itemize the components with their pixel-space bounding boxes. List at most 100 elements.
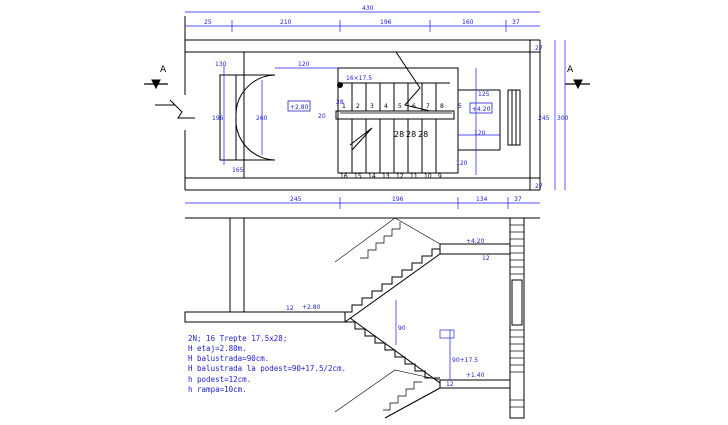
flight-upper-soffit [344, 253, 441, 323]
dim-right-bottom: 27 [535, 183, 543, 190]
slab-label: 12 [446, 381, 454, 388]
dim-top: 120 [298, 61, 310, 68]
slab-label: 12 [482, 255, 490, 262]
step-number: 3 [370, 103, 374, 110]
dim-door-height: 260 [256, 115, 268, 122]
lower-flight-steps [351, 119, 437, 173]
tread-label: 28 [394, 130, 404, 139]
dim-seg1: 210 [280, 19, 292, 26]
flight-lower-steps [345, 321, 440, 379]
step-numbers: 1 2 3 4 5 6 7 8 16 15 14 13 12 11 10 9 2… [340, 103, 444, 180]
lower-cut [334, 369, 441, 413]
level-low: +1.40 [466, 372, 485, 379]
section-mark-right: A [567, 65, 574, 75]
note-line: h rampa=10cm. [188, 385, 247, 394]
plan-levels: +2.80 +4.20 [287, 100, 493, 114]
flight-upper-steps [345, 248, 440, 313]
tread-label: 28 [418, 130, 428, 139]
break-line [155, 99, 195, 119]
cut-line-upper [395, 51, 431, 112]
dim-left-wall: 25 [204, 19, 212, 26]
step-number: 6 [412, 103, 416, 110]
level-top: +4.20 [466, 238, 485, 245]
window [507, 89, 521, 146]
section-arrow-left [151, 79, 161, 90]
cut-line-lower [349, 127, 373, 151]
slab-label: 12 [286, 305, 294, 312]
section-mark-left: A [160, 65, 167, 75]
dim-flight-right: 125 [478, 91, 490, 98]
step-number: 4 [384, 103, 388, 110]
note-line: H etaj=2.80m. [188, 344, 247, 353]
plan-labels: 430 25 210 196 160 37 245 196 134 37 27 … [204, 5, 569, 203]
upper-flight-steps [338, 82, 450, 111]
level-box-landing [469, 102, 493, 114]
step-number: 1 [342, 103, 346, 110]
section-window [511, 279, 523, 326]
section-view [184, 217, 540, 419]
dim-right-total: 300 [557, 115, 569, 122]
dim-stair-width: 120 [456, 160, 468, 167]
level-floor: +2.80 [290, 104, 309, 111]
masonry-wall [509, 217, 525, 419]
step-number: 13 [382, 173, 390, 180]
note-line: H balustrada la podest=90+17.5/2cm. [188, 364, 346, 373]
section-labels: +4.20 +2.80 +1.40 12 12 12 90 90+17.5 [286, 238, 490, 388]
upper-steps-ghost [360, 222, 401, 259]
flight-lower-handrail [349, 317, 441, 384]
upper-cut [334, 217, 441, 263]
note-line: H balustrada=90cm. [188, 354, 269, 363]
step-number: 7 [426, 103, 430, 110]
dim-bottom-seg4: 37 [514, 196, 522, 203]
dim-step-depth: 28 [336, 99, 344, 106]
dim-total: 430 [362, 5, 374, 12]
dim-left-height: 196 [212, 115, 224, 122]
step-number: 16 [340, 173, 348, 180]
dim-box [439, 329, 455, 339]
dim-landing: 120 [474, 130, 486, 137]
dim-bottom-seg3: 134 [476, 196, 488, 203]
dim-right-top: 27 [535, 45, 543, 52]
dim-height: 90+17.5 [452, 357, 478, 364]
dim-right-small: 5 [458, 103, 462, 110]
dim-corridor: 165 [232, 167, 244, 174]
step-number: 14 [368, 173, 376, 180]
dim-vertical: 90 [398, 325, 406, 332]
floor-slab [184, 311, 346, 323]
door-swing-top [235, 74, 276, 116]
step-number: 11 [410, 173, 418, 180]
lower-soffit [384, 387, 441, 419]
step-number: 15 [354, 173, 362, 180]
dim-seg3: 160 [462, 19, 474, 26]
level-landing: +4.20 [472, 106, 491, 113]
dim-seg2: 196 [380, 19, 392, 26]
dim-right-wall: 37 [512, 19, 520, 26]
door-swing-bottom [235, 116, 276, 161]
tread-label: 28 [406, 130, 416, 139]
stair-well [335, 110, 455, 120]
dim-well: 20 [318, 113, 326, 120]
stair-outline [337, 67, 459, 174]
dim-right-mid: 245 [538, 115, 550, 122]
dim-bottom-seg2: 196 [392, 196, 404, 203]
dim-bottom-seg1: 245 [290, 196, 302, 203]
level-mid: +2.80 [302, 304, 321, 311]
step-number: 5 [398, 103, 402, 110]
plan-dimensions [185, 11, 566, 209]
step-number: 8 [440, 103, 444, 110]
start-marker [337, 82, 343, 88]
flight-label: 16×17.5 [346, 75, 372, 82]
step-number: 10 [424, 173, 432, 180]
plan-view [144, 16, 590, 191]
note-line: 2N; 16 Trepte 17.5x28; [188, 334, 287, 343]
dim-door-width: 130 [215, 61, 227, 68]
step-number: 9 [438, 173, 442, 180]
step-number: 2 [356, 103, 360, 110]
level-box-floor [287, 100, 311, 112]
lower-steps-ghost [383, 381, 422, 411]
section-arrow-right [573, 79, 583, 90]
notes-block: 2N; 16 Trepte 17.5x28; H etaj=2.80m. H b… [188, 334, 346, 394]
note-line: h podest=12cm. [188, 375, 251, 384]
